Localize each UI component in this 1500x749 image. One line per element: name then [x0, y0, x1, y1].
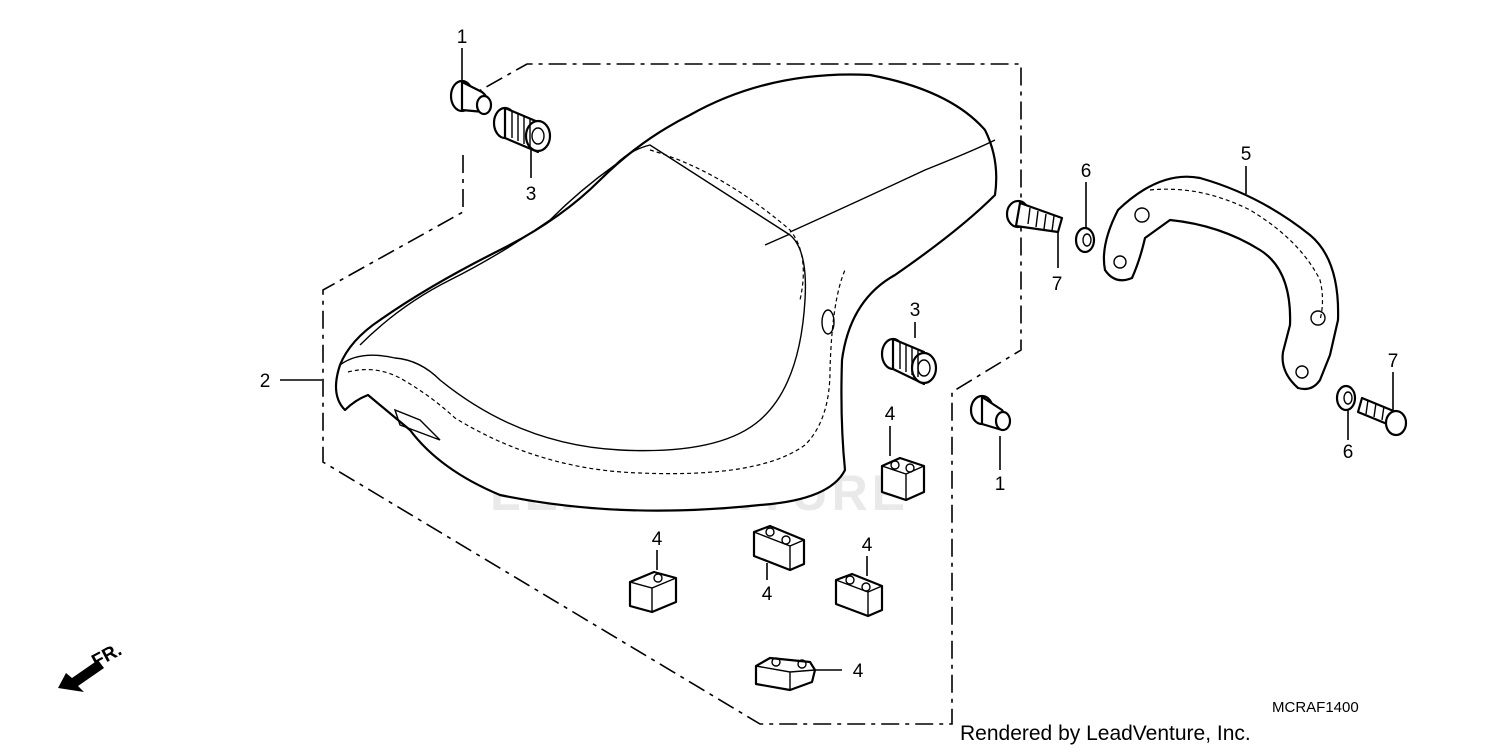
diagram-code: MCRAF1400	[1272, 699, 1359, 716]
grab-rail-part-5[interactable]	[1102, 175, 1340, 391]
callout-5: 5	[1241, 144, 1252, 165]
callout-6-bottom: 6	[1343, 442, 1354, 463]
collar-part-3-top[interactable]	[492, 106, 552, 154]
callout-4-e: 4	[853, 661, 864, 682]
callout-2: 2	[260, 371, 271, 392]
callout-6-top: 6	[1081, 161, 1092, 182]
callouts: 1 3 2 3 4 1 4 4 4 4 5 6 7 6 7	[260, 27, 1399, 682]
collar-part-3-right[interactable]	[880, 337, 938, 386]
leader-lines	[280, 48, 1394, 671]
front-arrow-icon	[58, 660, 104, 692]
callout-1-top: 1	[457, 27, 468, 48]
callout-3-top: 3	[526, 184, 537, 205]
callout-4-c: 4	[762, 584, 773, 605]
cushion-part-4-e[interactable]	[754, 656, 817, 692]
callout-4-a: 4	[885, 404, 896, 425]
bolt-part-7-top[interactable]	[1005, 199, 1064, 234]
callout-1-right: 1	[995, 474, 1006, 495]
front-direction-indicator: FR.	[58, 640, 125, 692]
grommet-part-1-top[interactable]	[449, 79, 493, 116]
cushion-part-4-a[interactable]	[880, 456, 926, 502]
callout-4-d: 4	[862, 535, 873, 556]
washer-part-6-top[interactable]	[1074, 226, 1096, 254]
cushion-part-4-c[interactable]	[752, 524, 806, 572]
cushion-part-4-b[interactable]	[628, 570, 678, 614]
washer-part-6-bottom[interactable]	[1335, 384, 1357, 412]
seat[interactable]	[334, 73, 998, 512]
callout-7-top: 7	[1052, 274, 1063, 295]
cushion-part-4-d[interactable]	[834, 572, 884, 618]
assembly-boundary	[322, 63, 1022, 725]
credit-text: Rendered by LeadVenture, Inc.	[960, 722, 1251, 745]
callout-4-b: 4	[652, 529, 663, 550]
callout-3-right: 3	[910, 300, 921, 321]
grommet-part-1-right[interactable]	[969, 394, 1012, 432]
bolt-part-7-bottom[interactable]	[1356, 396, 1408, 437]
callout-7-bottom: 7	[1388, 351, 1399, 372]
